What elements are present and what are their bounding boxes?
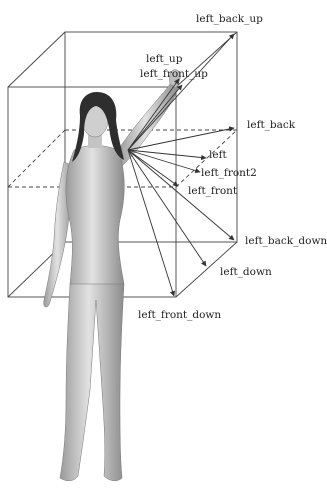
label-left-front: left_front [188,185,238,197]
arrow-left-up [128,79,179,150]
arrow-left-down [128,150,206,266]
torso [66,146,124,291]
arrow-left-back-up [128,34,234,150]
label-left: left [209,149,227,161]
label-left-back: left_back [247,119,296,131]
label-left-front-down: left_front_down [138,309,221,321]
arrow-left-front [128,150,178,186]
legs [60,284,124,481]
label-left-back-up: left_back_up [196,13,263,25]
label-left-front-up: left_front_up [140,68,208,80]
label-left-front2: left_front2 [201,167,257,179]
arrow-left-front-down [128,150,174,296]
direction-labels: left_back_up left_up left_front_up left_… [138,13,327,321]
label-left-down: left_down [220,266,272,278]
label-left-back-down: left_back_down [245,235,327,247]
label-left-up: left_up [146,53,183,65]
